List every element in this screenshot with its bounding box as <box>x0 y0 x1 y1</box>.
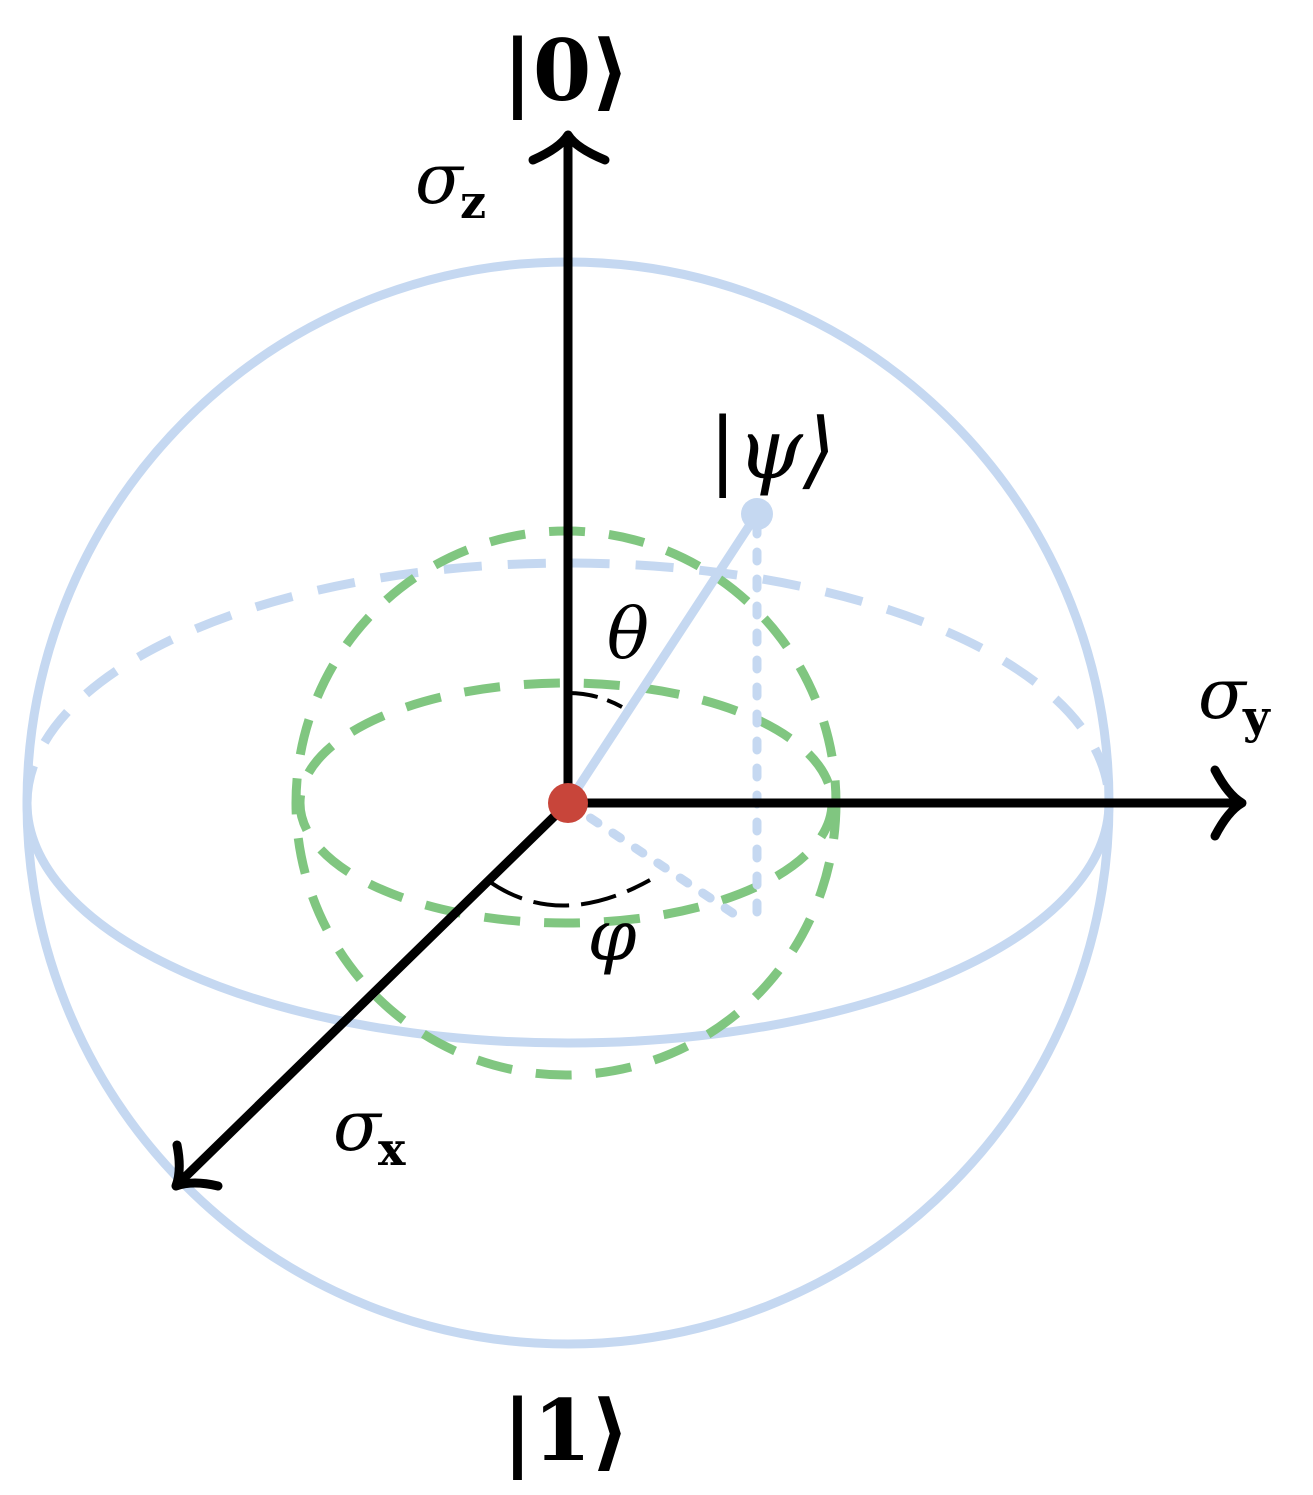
state-point <box>741 498 773 530</box>
phi-arc <box>488 878 651 908</box>
svg-text:x: x <box>378 1122 406 1176</box>
sigma-y-label: σ y <box>1198 653 1271 744</box>
x-axis-arrowhead <box>171 1140 223 1191</box>
phi-label: φ <box>587 895 636 977</box>
origin-point <box>548 783 588 823</box>
psi-label: |ψ⟩ <box>709 400 836 498</box>
x-axis <box>176 799 572 1186</box>
z-axis-arrowhead <box>528 130 610 165</box>
svg-text:y: y <box>1242 690 1271 744</box>
ket-one-label: |1⟩ <box>502 1381 629 1481</box>
sigma-x-label: σ x <box>333 1085 406 1176</box>
svg-text:z: z <box>460 175 486 229</box>
ket-zero-label: |0⟩ <box>502 21 629 121</box>
svg-text:σ: σ <box>415 138 465 220</box>
equator-front <box>22 802 1114 1048</box>
state-vector <box>564 511 761 806</box>
theta-arc <box>567 690 623 709</box>
state-equatorial-projection <box>563 798 745 923</box>
svg-text:σ: σ <box>1198 653 1248 735</box>
sigma-z-label: σ z <box>415 138 486 229</box>
theta-label: θ <box>607 593 649 675</box>
equator-back <box>22 558 1114 804</box>
svg-text:σ: σ <box>333 1085 383 1167</box>
y-axis-arrowhead <box>1210 765 1247 841</box>
